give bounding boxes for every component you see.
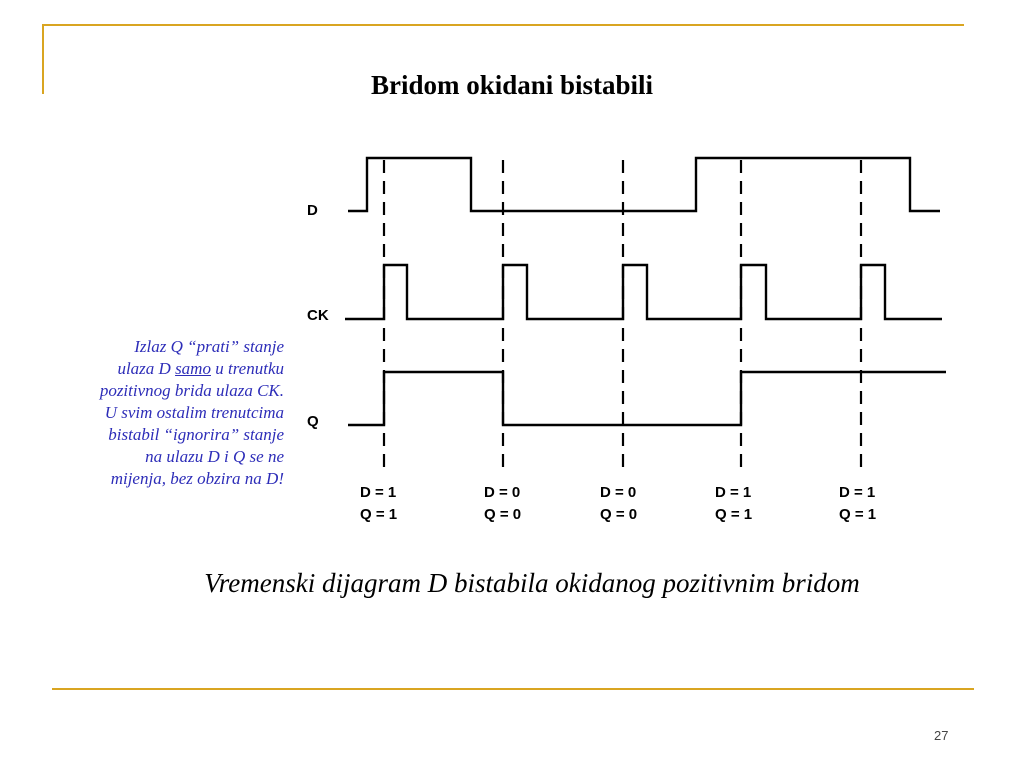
edge-3-q-label: Q = 0 xyxy=(600,506,637,523)
note-line-6: na ulazu D i Q se ne xyxy=(145,447,284,466)
note-line-5: bistabil “ignorira” stanje xyxy=(108,425,284,444)
explanation-note: Izlaz Q “prati” stanje ulaza D samo u tr… xyxy=(20,336,284,490)
ck-waveform xyxy=(345,263,942,321)
edge-2-q-label: Q = 0 xyxy=(484,506,521,523)
edge-4-d-label: D = 1 xyxy=(715,484,751,501)
note-line-2: ulaza D samo u trenutku xyxy=(20,358,284,380)
d-signal-label: D xyxy=(307,202,318,219)
diagram-caption: Vremenski dijagram D bistabila okidanog … xyxy=(204,568,860,598)
edge-2-d-label: D = 0 xyxy=(484,484,520,501)
edge-3-d-label: D = 0 xyxy=(600,484,636,501)
note-line-2-after: u trenutku xyxy=(210,359,284,378)
edge-1-q-label: Q = 1 xyxy=(360,506,397,523)
note-line-1: Izlaz Q “prati” stanje xyxy=(134,337,284,356)
ck-signal-label: CK xyxy=(307,307,329,324)
edge-4-q-label: Q = 1 xyxy=(715,506,752,523)
page-number: 27 xyxy=(934,728,949,743)
slide-title: Bridom okidani bistabili xyxy=(370,70,654,100)
q-signal-label: Q xyxy=(307,413,319,430)
d-waveform xyxy=(348,156,940,213)
frame-left-border xyxy=(42,24,44,94)
edge-1-d-label: D = 1 xyxy=(360,484,396,501)
note-line-4: U svim ostalim trenutcima xyxy=(104,403,284,422)
q-waveform xyxy=(348,370,946,427)
note-line-3: pozitivnog brida ulaza CK. xyxy=(99,381,284,400)
edge-5-d-label: D = 1 xyxy=(839,484,875,501)
note-line-2-before: ulaza D xyxy=(117,359,176,378)
frame-top-border xyxy=(42,24,964,26)
note-underlined-word: samo xyxy=(175,359,211,378)
frame-bottom-border xyxy=(52,688,974,690)
edge-5-q-label: Q = 1 xyxy=(839,506,876,523)
note-line-7: mijenja, bez obzira na D! xyxy=(110,469,284,488)
